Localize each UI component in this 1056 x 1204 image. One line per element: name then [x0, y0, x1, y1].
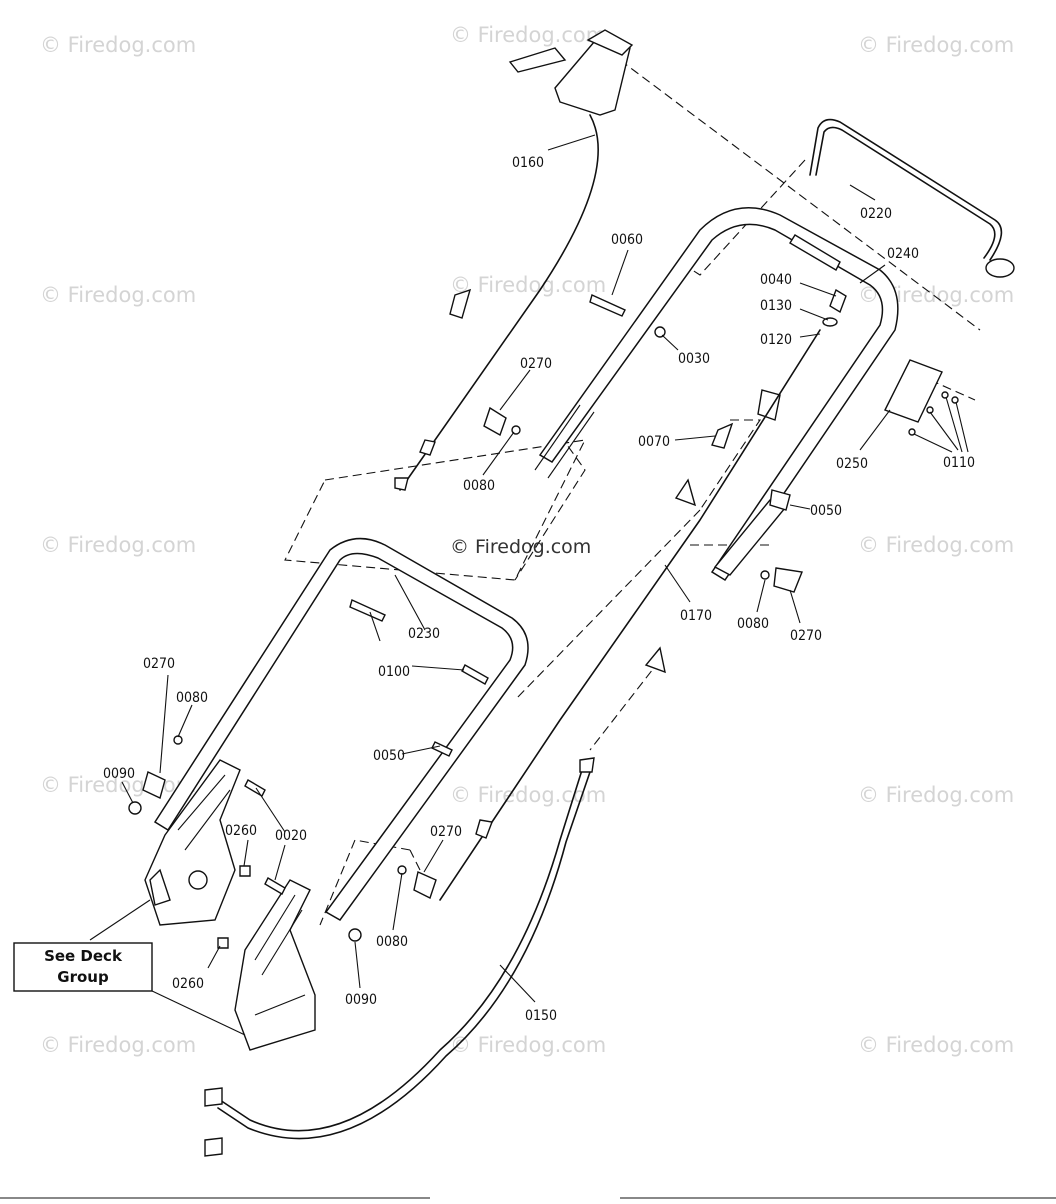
callout-0080-b: 0080 [737, 616, 769, 632]
see-deck-line2: Group [57, 968, 109, 986]
screw-0110-a [926, 406, 934, 414]
bolt-0100-b [461, 664, 489, 685]
callout-0150: 0150 [525, 1008, 557, 1024]
callout-0170: 0170 [680, 608, 712, 624]
callout-0270-d: 0270 [430, 824, 462, 840]
left-bracket [144, 759, 241, 926]
spacer-0260-b [217, 937, 229, 949]
callout-0270-b: 0270 [790, 628, 822, 644]
bolt-0020-a [244, 779, 266, 797]
callout-0040: 0040 [760, 272, 792, 288]
callout-0100: 0100 [378, 664, 410, 680]
callout-0080-c: 0080 [176, 690, 208, 706]
right-bracket [234, 879, 316, 1051]
see-deck-group-box: See Deck Group [13, 942, 153, 992]
watermark-text: © Firedog.com [858, 533, 1014, 557]
watermark-center-text: © Firedog.com [450, 536, 591, 558]
knob-0270-d [413, 871, 437, 899]
leader-lines [89, 134, 969, 1036]
bolt-0060 [589, 294, 626, 317]
watermark-text: © Firedog.com [858, 1033, 1014, 1057]
throttle-cable [439, 329, 821, 901]
callout-0120: 0120 [760, 332, 792, 348]
washer-0080-d [397, 865, 407, 875]
screw-0110-b [941, 391, 949, 399]
watermarks: © Firedog.com © Firedog.com © Firedog.co… [40, 23, 1014, 1057]
callout-0080-a: 0080 [463, 478, 495, 494]
callout-0090-b: 0090 [345, 992, 377, 1008]
nut-0090-b [348, 928, 362, 942]
washer-0080-b [760, 570, 770, 580]
callout-0260-b: 0260 [172, 976, 204, 992]
arrow-icon [674, 478, 697, 507]
callout-0260-a: 0260 [225, 823, 257, 839]
callout-0250: 0250 [836, 456, 868, 472]
watermark-text: © Firedog.com [40, 33, 196, 57]
hardware [128, 288, 959, 949]
upper-handle-lower-arm [713, 389, 787, 576]
callout-0270-a: 0270 [520, 356, 552, 372]
clip-0050-a [769, 489, 791, 511]
bolt-0020-b [264, 877, 286, 895]
callout-0080-d: 0080 [376, 934, 408, 950]
clip-0040 [829, 288, 847, 314]
callout-labels: 0160 0060 0220 0240 0040 0130 0120 0030 … [103, 155, 975, 1024]
arrow-icon [644, 646, 666, 674]
callout-0050-a: 0050 [810, 503, 842, 519]
washer-0080-c [173, 735, 183, 745]
bail-bar [809, 118, 1015, 278]
upper-handle [534, 207, 899, 582]
knob-0270-c [142, 771, 166, 799]
spacer-0260-a [239, 865, 251, 877]
callout-0090-a: 0090 [103, 766, 135, 782]
wire-harness [204, 757, 595, 1157]
callout-0060: 0060 [611, 232, 643, 248]
callout-0070: 0070 [638, 434, 670, 450]
watermark-text: © Firedog.com [40, 1033, 196, 1057]
mount-plate [884, 359, 943, 423]
watermark-text: © Firedog.com [40, 533, 196, 557]
watermark-text: © Firedog.com [450, 273, 606, 297]
nut-0090-a [128, 801, 142, 815]
callout-0230: 0230 [408, 626, 440, 642]
callout-0050-b: 0050 [373, 748, 405, 764]
callout-0160: 0160 [512, 155, 544, 171]
watermark-text: © Firedog.com [450, 1033, 606, 1057]
callout-0240: 0240 [887, 246, 919, 262]
knob-0270-b [773, 567, 803, 593]
knob-0270-a [483, 406, 507, 437]
callout-0030: 0030 [678, 351, 710, 367]
callout-0020: 0020 [275, 828, 307, 844]
see-deck-line1: See Deck [44, 947, 123, 965]
nut-0030 [654, 326, 666, 338]
screw-0110-c [951, 396, 959, 404]
lower-handle [153, 537, 529, 921]
callout-0220: 0220 [860, 206, 892, 222]
watermark-text: © Firedog.com [450, 23, 606, 47]
direction-arrows [644, 478, 697, 674]
watermark-text: © Firedog.com [858, 33, 1014, 57]
callout-0270-c: 0270 [143, 656, 175, 672]
control-box [394, 29, 634, 491]
callout-0130: 0130 [760, 298, 792, 314]
screw-0110-d [908, 428, 916, 436]
watermark-text: © Firedog.com [40, 283, 196, 307]
clip-0050-b [431, 741, 453, 757]
bolt-0100-a [349, 599, 386, 622]
watermark-text: © Firedog.com [858, 783, 1014, 807]
callout-0110: 0110 [943, 455, 975, 471]
watermark-text: © Firedog.com [40, 773, 196, 797]
